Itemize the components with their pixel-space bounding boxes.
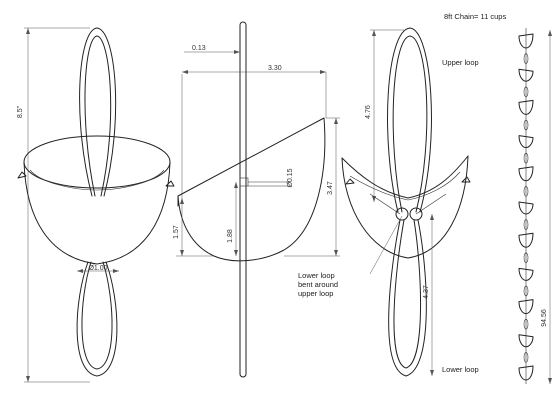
chain-link [523,352,529,363]
chain-cup [518,365,534,381]
chain-upper-label: Upper loop [442,58,479,67]
side-upper-loop-dim: 4.76 [365,105,372,119]
chain-link [523,152,529,164]
front-view: 8.5" Ø1.00 [17,27,175,383]
chain-lower-label: Lower loop [442,365,479,374]
section-hole-dim: Ø0.15 [287,168,294,187]
side-view: 4.76 4.37 Lower loop bent around upper l… [298,27,471,377]
chain-link [523,285,529,297]
section-height-dim: 3.47 [327,181,334,195]
front-loop-width-dim: Ø1.00 [88,265,107,272]
chain-cup [518,201,534,215]
chain-link [523,186,529,197]
chain-view: 8ft Chain= 11 cups Upper loop Lower loop… [442,12,552,384]
section-width-dim: 3.30 [268,65,282,72]
chain-cup [518,232,534,248]
side-note-line-2: bent around [298,280,338,289]
side-note-line-1: Lower loop [298,271,335,280]
chain-cup [518,334,534,348]
chain-link [523,252,529,264]
chain-link [523,53,529,64]
chain-cup [518,99,534,115]
chain-cups [518,33,534,381]
chain-link [523,318,529,330]
chain-link [523,219,529,230]
section-cup-depth-dim: 1.57 [173,225,180,239]
chain-cup [518,267,534,281]
chain-length-dim: 94.56 [541,309,548,327]
chain-cup [518,135,534,149]
chain-link [523,119,529,131]
chain-cup [518,299,534,315]
section-view: 0.13 3.30 Ø0.15 3.47 1.57 1.88 [173,21,340,378]
section-rod-height-dim: 1.88 [227,229,234,243]
section-top-offset-dim: 0.13 [192,45,206,52]
chain-title: 8ft Chain= 11 cups [444,12,506,21]
chain-cup [518,68,534,82]
side-lower-loop-dim: 4.37 [423,285,430,299]
side-note-line-3: upper loop [298,289,333,298]
chain-link [523,86,529,98]
chain-cup [518,33,534,49]
front-height-dim: 8.5" [17,105,24,118]
chain-cup [518,166,534,182]
